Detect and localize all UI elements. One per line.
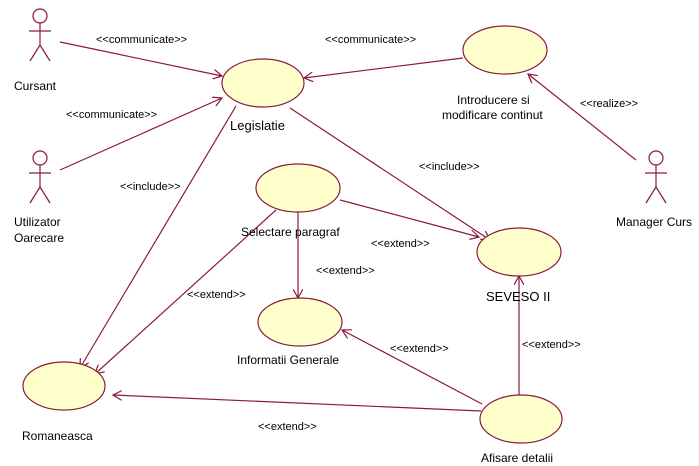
stereotype-communicate-cursant: <<communicate>> [96,34,187,46]
use-case-label-romaneasca: Romaneasca [22,429,93,443]
stereotype-extend-afisare-romaneasca: <<extend>> [258,421,317,433]
stereotype-extend-selectare-romaneasca: <<extend>> [187,289,246,301]
stereotype-communicate-introducere: <<communicate>> [325,34,416,46]
use-case-informatii[interactable] [257,297,343,347]
stereotype-extend-afisare-seveso: <<extend>> [522,339,581,351]
use-case-label-afisare: Afisare detalii [481,451,553,465]
use-case-selectare[interactable] [255,163,341,213]
edge-utilizator-legislatie [59,98,222,171]
stereotype-realize: <<realize>> [580,98,638,110]
use-case-label-informatii: Informatii Generale [237,353,339,367]
use-case-label-selectare: Selectare paragraf [241,225,340,239]
edge-selectare-romaneasca [95,209,277,374]
actor-label-cursant: Cursant [14,79,57,93]
edge-introducere-legislatie [304,57,464,78]
use-case-label-legislatie: Legislatie [230,118,285,133]
connectors [59,41,637,412]
actor-label-oarecare: Oarecare [14,231,64,245]
stereotype-extend-selectare-seveso: <<extend>> [371,238,430,250]
edge-legislatie-seveso [289,107,490,240]
actor-manager-curs[interactable] [645,150,667,204]
use-cases [22,25,563,444]
edge-afisare-romaneasca [113,395,482,412]
edge-legislatie-romaneasca [80,105,237,368]
actor-label-utilizator: Utilizator [14,215,61,229]
use-case-romaneasca[interactable] [22,361,106,411]
use-case-legislatie[interactable] [221,58,305,108]
use-case-label-introducere-2: modificare continut [442,108,543,122]
edge-afisare-informatii [342,330,483,405]
stereotype-include-seveso: <<include>> [419,161,480,173]
edge-selectare-seveso [339,199,479,237]
edge-cursant-legislatie [59,41,222,76]
use-case-label-seveso: SEVESO II [486,289,550,304]
use-case-label-introducere-1: Introducere si [457,93,530,107]
stereotype-extend-afisare-informatii: <<extend>> [390,343,449,355]
stereotype-communicate-utilizator: <<communicate>> [66,109,157,121]
use-case-afisare[interactable] [479,394,563,444]
use-case-introducere[interactable] [462,25,548,75]
actor-label-manager: Manager Curs [616,215,692,229]
actor-utilizator-oarecare[interactable] [29,150,51,204]
stereotype-extend-selectare-informatii: <<extend>> [316,265,375,277]
edge-manager-introducere [528,74,637,161]
use-case-seveso[interactable] [476,227,562,277]
actor-cursant[interactable] [29,8,51,62]
stereotype-include-romaneasca: <<include>> [120,181,181,193]
